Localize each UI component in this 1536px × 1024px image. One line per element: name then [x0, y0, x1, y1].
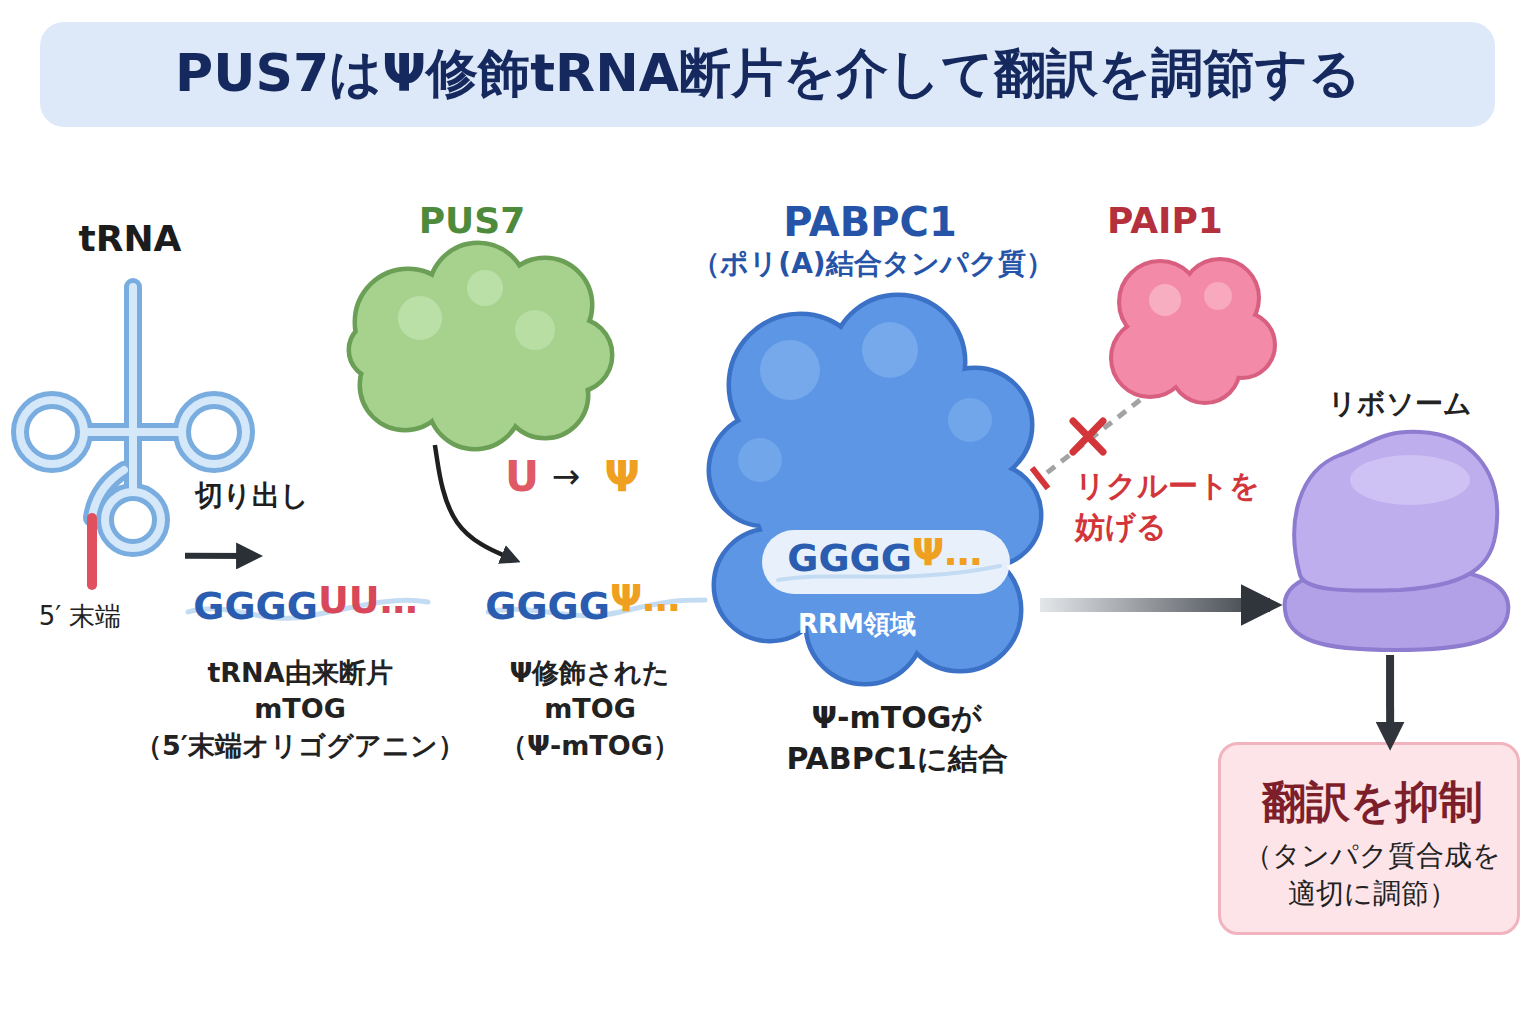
base-symbol: U	[497, 450, 547, 505]
title-band	[40, 22, 1495, 127]
five-prime-end	[87, 518, 97, 585]
edge-label: 切り出し	[195, 478, 355, 514]
trna-tail-core	[92, 470, 124, 518]
pabpc1-blob-fill	[711, 297, 1039, 682]
modification-arrow	[435, 445, 515, 560]
block-mark	[1073, 421, 1103, 452]
edge-label: リクルートを 妨げる	[1075, 466, 1536, 547]
edge-group	[185, 400, 1390, 742]
paip1-blob	[1112, 260, 1274, 402]
ribosome-illustration	[1285, 432, 1509, 650]
blob-highlight	[738, 438, 782, 482]
sequence-text: Ψ…	[912, 528, 1012, 577]
sequence-text: Ψ…	[610, 574, 710, 623]
blob-highlight	[515, 310, 555, 350]
result-heading: 翻訳を抑制	[1227, 773, 1517, 830]
inhibition-connector	[1040, 400, 1140, 478]
ribosome-node: リボソーム	[1270, 380, 1515, 655]
bound-fragment-node: GGGGΨ…	[760, 528, 1010, 594]
blob-highlight	[398, 296, 442, 340]
end-label: 5′ 末端	[10, 600, 150, 634]
pus7-blob-fill	[351, 245, 610, 447]
trna-loop	[105, 492, 161, 548]
trna-backbone	[84, 287, 182, 492]
diagram-title: PUS7はΨ修飾tRNA断片を介して翻訳を調節する	[43, 40, 1493, 108]
sequence-text: UU…	[318, 576, 438, 625]
sequence-text: GGGG	[470, 582, 610, 631]
result-arrow	[1386, 655, 1394, 742]
blob-highlight	[467, 270, 503, 306]
enzyme-node: PUS7	[350, 195, 605, 445]
result-box: 翻訳を抑制（タンパク質合成を 適切に調節）	[1218, 742, 1520, 935]
blob-fill	[351, 323, 405, 377]
protein-node: PAIP1	[1100, 195, 1275, 400]
protein-label: PUS7	[372, 198, 572, 245]
blob-highlight	[1204, 282, 1232, 310]
pus7-blob	[350, 244, 611, 448]
fragment-node: GGGGUU…tRNA由来断片 mTOG （5′末端オリゴグアニン）	[255, 540, 435, 775]
trna-loop-core	[20, 400, 84, 464]
blob-highlight	[1149, 284, 1181, 316]
trna-loop	[20, 400, 84, 464]
blob-highlight	[862, 322, 918, 378]
protein-subtitle: （ポリ(A)結合タンパク質）	[683, 246, 1063, 282]
trna-loop-core	[182, 400, 246, 464]
ribosome-label: リボソーム	[1290, 386, 1510, 422]
flow-arrow	[1040, 598, 1270, 612]
pabpc1-blob	[710, 296, 1040, 683]
trna-loop-core	[105, 492, 161, 548]
base-symbol: Ψ	[597, 450, 647, 505]
ribosome-highlight	[1350, 455, 1470, 505]
blob-highlight	[948, 398, 992, 442]
sequence-text: GGGG	[772, 534, 912, 583]
result-note: （タンパク質合成を 適切に調節）	[1072, 837, 1536, 913]
molecule-label: tRNA	[50, 216, 210, 263]
trna-loop	[182, 400, 246, 464]
blob-highlight	[760, 340, 820, 400]
protein-label: PABPC1	[720, 196, 1020, 248]
domain-label: RRM領域	[757, 608, 957, 642]
trna-backbone-core	[84, 287, 182, 492]
conversion-arrow: →	[541, 454, 591, 498]
protein-node: PABPC1（ポリ(A)結合タンパク質）RRM領域Ψ-mTOGが PABPC1に…	[705, 195, 1040, 780]
trna-node: tRNA5′ 末端	[10, 215, 185, 640]
binding-caption: Ψ-mTOGが PABPC1に結合	[597, 698, 1197, 779]
protein-label: PAIP1	[1065, 198, 1265, 245]
blob-fill	[1142, 282, 1242, 382]
cut-arrow	[185, 553, 255, 559]
ribosome-small-subunit	[1294, 432, 1497, 591]
trna-illustration	[20, 287, 246, 585]
fragment-node: GGGGΨ…Ψ修飾された mTOG （Ψ-mTOG）	[480, 560, 710, 770]
paip1-blob-fill	[1113, 261, 1273, 401]
sequence-text: GGGG	[178, 582, 318, 631]
